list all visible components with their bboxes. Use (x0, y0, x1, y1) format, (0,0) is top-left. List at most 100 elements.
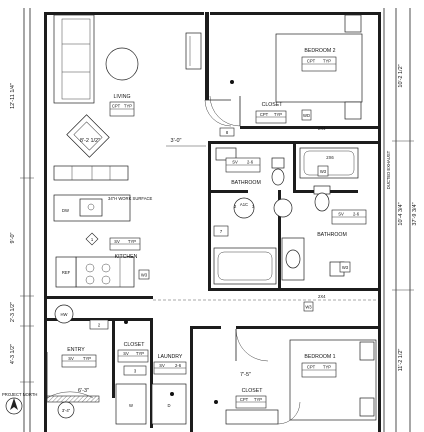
bathtub (213, 247, 277, 285)
refrigerator (55, 256, 77, 288)
room-label-laundry: LAUNDRY (158, 354, 183, 360)
svg-text:10'-2 1/2": 10'-2 1/2" (398, 64, 404, 87)
finish-tag-entry: SV TYP (61, 354, 97, 368)
room-label-closet-top: CLOSET (262, 102, 284, 108)
svg-text:SV: SV (114, 239, 120, 244)
bathroom-right: 2X6 W3 SV 2-6 BATHROOM W3 (281, 147, 367, 281)
svg-text:REF: REF (62, 270, 71, 275)
marker-dot-2 (124, 320, 128, 324)
right-dimensions: 10'-2 1/2" 10'-4 3/4" 37'-9 3/4" 11'-2 1… (392, 64, 418, 371)
svg-text:CPT: CPT (307, 365, 316, 370)
svg-text:2X4: 2X4 (318, 126, 326, 131)
svg-text:SV: SV (159, 363, 165, 368)
svg-text:9'-0": 9'-0" (10, 232, 16, 243)
svg-text:TYP: TYP (124, 104, 132, 109)
svg-text:CPT: CPT (307, 59, 316, 64)
room-label-living: LIVING (113, 94, 130, 100)
svg-text:6'-3": 6'-3" (78, 388, 89, 394)
svg-text:1: 1 (91, 237, 94, 242)
room-label-bedroom2: BEDROOM 2 (304, 48, 335, 54)
svg-text:3: 3 (252, 204, 255, 209)
svg-text:TYP: TYP (83, 356, 91, 361)
svg-text:SV: SV (232, 160, 238, 165)
svg-text:TYP: TYP (274, 112, 282, 117)
finish-tag-closet-bottom: CPT TYP (235, 395, 267, 409)
svg-text:2'-3 1/2": 2'-3 1/2" (10, 302, 16, 322)
marker-dot-3 (170, 392, 174, 396)
project-north-marker: PROJECT NORTH (2, 392, 37, 415)
svg-text:W3: W3 (305, 305, 312, 310)
finish-tag-laundry: SV 2-6 (153, 361, 187, 375)
sink (79, 198, 103, 217)
svg-text:37'-9 3/4": 37'-9 3/4" (412, 202, 418, 225)
svg-text:8'-2 1/2": 8'-2 1/2" (80, 138, 100, 144)
svg-text:TYP: TYP (128, 239, 136, 244)
finish-tag-bathroom-left: SV 2-6 (225, 157, 261, 173)
svg-text:CPT: CPT (260, 112, 269, 117)
coffee-table (105, 47, 139, 81)
svg-text:TYP: TYP (254, 397, 262, 402)
svg-text:TYP: TYP (136, 351, 144, 356)
svg-text:PROJECT NORTH: PROJECT NORTH (2, 392, 37, 397)
svg-text:CPT: CPT (112, 104, 121, 109)
left-dimensions: 12'-11 1/4" 9'-0" 2'-3 1/2" 4'-3 1/2" (10, 83, 34, 383)
sofa (53, 14, 95, 104)
svg-text:10'-4 3/4": 10'-4 3/4" (398, 202, 404, 225)
svg-text:7'-5": 7'-5" (240, 372, 251, 378)
svg-text:DW: DW (62, 208, 69, 213)
kitchen: DW 34"H WORK SURFACE REF KITCHEN SV TYP … (53, 165, 153, 288)
side-chair (185, 32, 202, 70)
svg-text:2: 2 (234, 204, 237, 209)
bedroom-1: BEDROOM 1 CPT TYP 7'-5" (235, 328, 377, 421)
svg-text:W: W (129, 403, 133, 408)
svg-text:W3: W3 (320, 169, 327, 174)
laundry: LAUNDRY SV 2-6 3 W D (115, 354, 187, 425)
washer (115, 383, 147, 425)
svg-text:2-6: 2-6 (353, 212, 360, 217)
room-label-closet-entry: CLOSET (124, 342, 146, 348)
living-room: LIVING CPT TYP (53, 14, 232, 158)
closet-top: CLOSET CPT TYP 2X4 WD 8 (219, 102, 326, 137)
svg-text:11'-2 1/2": 11'-2 1/2" (398, 349, 404, 372)
svg-text:2-6: 2-6 (175, 363, 182, 368)
finish-tag-living: CPT TYP (109, 101, 135, 117)
svg-text:DUCTED EXHAUST: DUCTED EXHAUST (386, 150, 391, 189)
room-label-closet-bottom: CLOSET (242, 388, 264, 394)
room-label-bathroom-right: BATHROOM (317, 232, 347, 238)
room-label-bedroom1: BEDROOM 1 (304, 354, 335, 360)
entry: HW 2 ENTRY SV TYP (46, 304, 109, 403)
finish-tag-kitchen: SV TYP (109, 237, 141, 251)
exterior-walls (23, 8, 411, 432)
svg-text:2X6: 2X6 (326, 155, 334, 160)
svg-text:A1C: A1C (240, 202, 248, 207)
bedroom-2: BEDROOM 2 CPT TYP (209, 14, 363, 127)
svg-text:SV: SV (123, 351, 129, 356)
svg-text:W3: W3 (141, 273, 148, 278)
svg-text:SV: SV (338, 212, 344, 217)
water-heater (54, 304, 74, 324)
svg-text:TYP: TYP (323, 365, 331, 370)
finish-tag-closet-top: CPT TYP (255, 110, 287, 124)
bathroom-left: BATHROOM SV 2-6 A1C 2 3 7 (213, 147, 293, 285)
closet-entry: CLOSET SV TYP (117, 342, 149, 363)
svg-text:3'-0": 3'-0" (171, 138, 182, 144)
svg-text:SV: SV (68, 356, 74, 361)
svg-text:HW: HW (61, 312, 68, 317)
finish-tag-bedroom1: CPT TYP (301, 362, 337, 378)
finish-tag-bedroom2: CPT TYP (301, 56, 337, 72)
svg-text:W3: W3 (342, 265, 349, 270)
armchair (66, 114, 110, 158)
room-label-entry: ENTRY (67, 347, 85, 353)
svg-text:34"H WORK SURFACE: 34"H WORK SURFACE (108, 196, 153, 201)
finish-tag-bathroom-right: SV 2-6 (331, 209, 367, 225)
room-label-bathroom-left: BATHROOM (231, 180, 261, 186)
marker-dot-1 (230, 80, 234, 84)
svg-text:WD: WD (303, 113, 310, 118)
svg-text:2-6: 2-6 (247, 160, 254, 165)
section-marker-kitchen: 1 (85, 232, 99, 246)
svg-text:3'-4": 3'-4" (62, 408, 71, 413)
interior-walls (47, 12, 380, 432)
room-label-kitchen: KITCHEN (115, 254, 138, 260)
svg-text:12'-11 1/4": 12'-11 1/4" (10, 83, 16, 109)
